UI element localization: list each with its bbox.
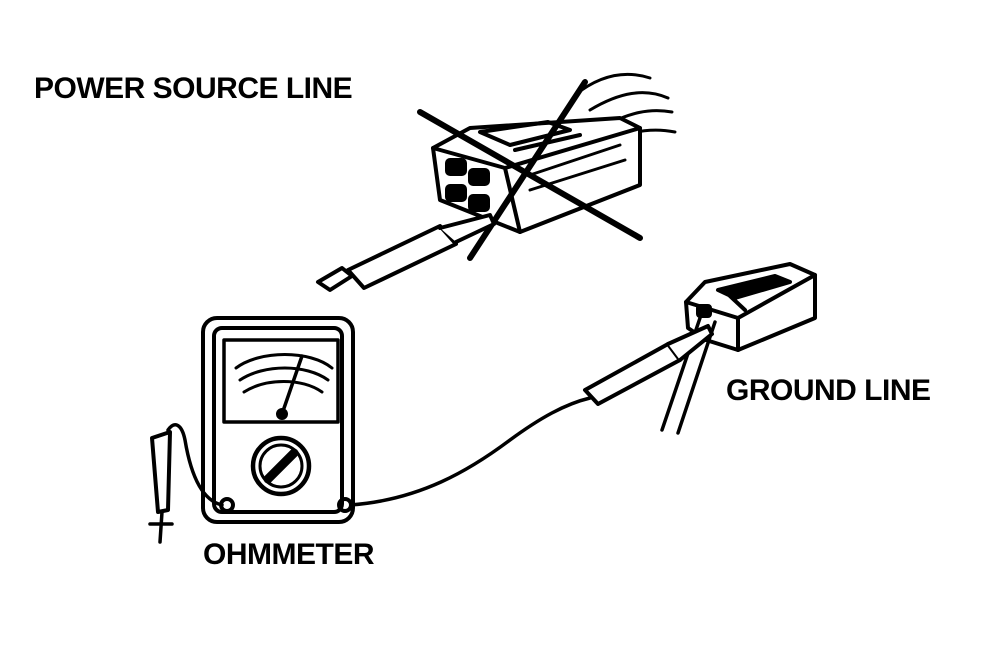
- ohmmeter-label: OHMMETER: [203, 538, 375, 571]
- power-source-connector: [431, 72, 677, 234]
- lower-probe: [583, 324, 714, 406]
- cross-mark: [417, 79, 643, 261]
- test-lead: [348, 396, 592, 507]
- left-probe: [148, 423, 224, 544]
- upper-probe: [316, 213, 496, 292]
- ground-line-label: GROUND LINE: [726, 374, 931, 407]
- ground-connector: [660, 262, 817, 435]
- power-source-line-label: POWER SOURCE LINE: [34, 72, 353, 105]
- ohmmeter-body: [201, 316, 355, 524]
